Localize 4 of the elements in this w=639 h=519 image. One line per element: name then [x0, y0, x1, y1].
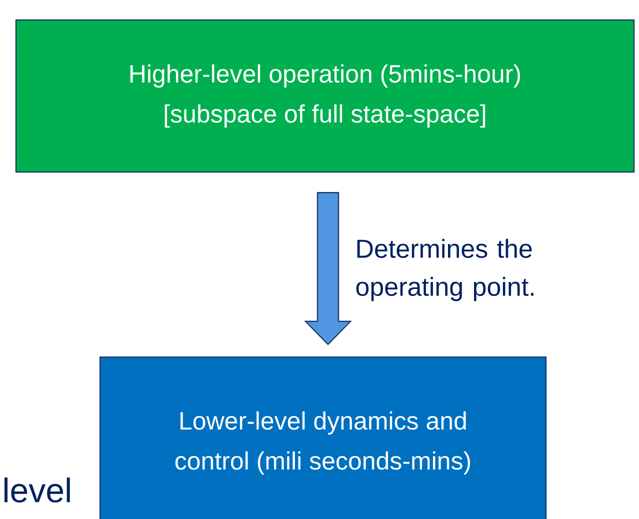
process-box: Lower-level dynamics and control (mili seconds-mins) [99, 356, 547, 519]
block-arrow [304, 192, 352, 346]
edge-label: Determines the operating point. [356, 238, 534, 302]
process-box: Higher-level operation (5mins-hour) [subspace of full state-space] [15, 19, 635, 173]
